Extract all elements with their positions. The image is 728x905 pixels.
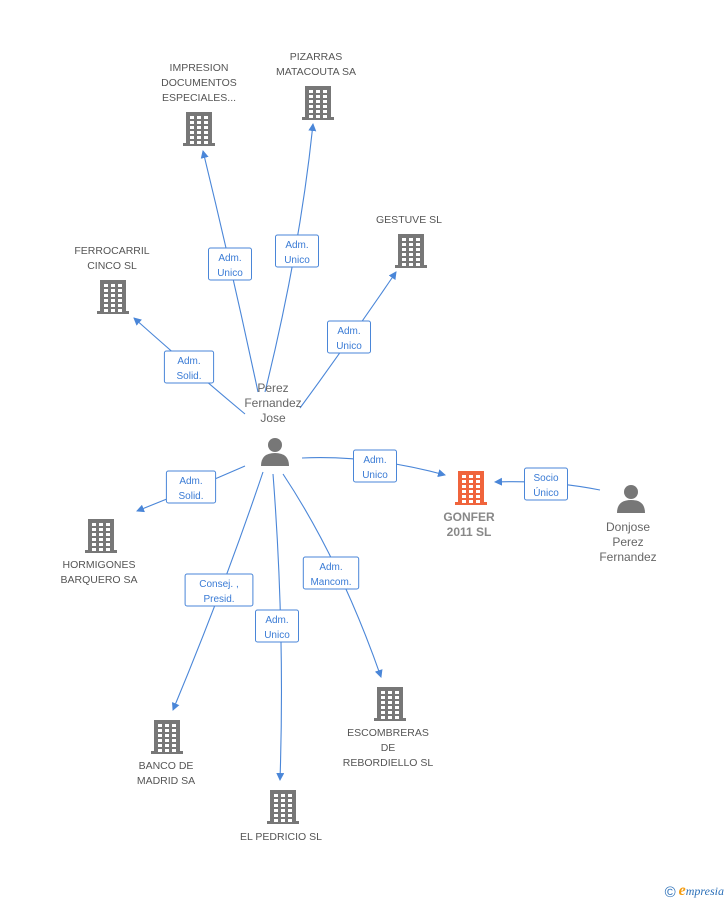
relation-label-line: Adm. xyxy=(265,615,288,626)
relation-label-line: Unico xyxy=(336,341,362,352)
node-label-line: MATACOUTA SA xyxy=(276,66,356,78)
node-label-line: Fernandez xyxy=(244,396,301,410)
relation-badge[interactable]: Adm. Unico xyxy=(353,449,397,483)
relation-label-line: Presid. xyxy=(203,594,234,605)
copyright-symbol: © xyxy=(664,884,676,901)
company-building-icon xyxy=(183,112,215,146)
node-label-line: ESCOMBRERAS xyxy=(347,727,429,739)
person-icon xyxy=(261,438,289,466)
relation-label-line: Adm. xyxy=(319,562,342,573)
node-label-line: PIZARRAS xyxy=(290,51,343,63)
node-banco[interactable]: BANCO DE MADRID SA xyxy=(137,720,195,787)
relation-badge[interactable]: Adm. Unico xyxy=(255,609,299,643)
company-building-icon xyxy=(267,790,299,824)
relation-label-line: Solid. xyxy=(176,371,201,382)
relation-badge[interactable]: Adm. Mancom. xyxy=(302,556,360,590)
company-building-icon xyxy=(395,234,427,268)
relation-badge[interactable]: Adm. Unico xyxy=(327,320,371,354)
relation-label-line: Adm. xyxy=(179,476,202,487)
relation-label-line: Adm. xyxy=(177,356,200,367)
node-label-line: GESTUVE SL xyxy=(376,214,442,226)
node-label-line: CINCO SL xyxy=(87,260,137,272)
relation-label-line: Adm. xyxy=(363,455,386,466)
company-building-icon xyxy=(302,86,334,120)
node-label-line: GONFER xyxy=(443,510,495,524)
relation-badge[interactable]: Adm. Unico xyxy=(275,234,319,268)
node-pedricio[interactable]: EL PEDRICIO SL xyxy=(240,790,322,843)
node-impresion[interactable]: IMPRESION DOCUMENTOS ESPECIALES... xyxy=(161,62,237,146)
node-label-line: 2011 SL xyxy=(447,525,492,539)
brand-logo-e: e xyxy=(678,882,686,900)
relation-label-line: Socio xyxy=(533,473,558,484)
relation-badge[interactable]: Consej. , Presid. xyxy=(184,573,254,607)
node-label-line: DE xyxy=(381,742,396,754)
node-pizarras[interactable]: PIZARRAS MATACOUTA SA xyxy=(276,51,356,120)
relation-label-line: Unico xyxy=(362,470,388,481)
node-label-line: ESPECIALES... xyxy=(162,92,236,104)
company-building-icon xyxy=(374,687,406,721)
relation-label-line: Adm. xyxy=(337,326,360,337)
relation-badge[interactable]: Adm. Solid. xyxy=(163,350,215,384)
company-building-icon xyxy=(85,519,117,553)
relation-labels-layer: Adm.UnicoAdm.UnicoAdm.UnicoAdm.Solid.Adm… xyxy=(163,234,568,643)
node-label-line: HORMIGONES xyxy=(63,559,136,571)
brand-logo-text: mpresia xyxy=(685,884,724,899)
node-label-line: Donjose xyxy=(606,520,650,534)
node-ferrocarril[interactable]: FERROCARRIL CINCO SL xyxy=(74,245,150,314)
node-label-line: BANCO DE xyxy=(139,760,194,772)
relation-label-line: Mancom. xyxy=(310,577,351,588)
relation-label-line: Único xyxy=(533,486,559,499)
node-label-line: MADRID SA xyxy=(137,775,195,787)
company-building-icon xyxy=(97,280,129,314)
relation-label-line: Consej. , xyxy=(199,579,238,590)
company-building-icon xyxy=(151,720,183,754)
footer-brand[interactable]: © empresia xyxy=(665,882,724,901)
node-label-line: Perez xyxy=(257,381,288,395)
person-icon xyxy=(617,485,645,513)
node-label-line: FERROCARRIL xyxy=(74,245,149,257)
focus-company-icon xyxy=(455,471,487,505)
nodes-layer: IMPRESION DOCUMENTOS ESPECIALES... PIZARRAS… xyxy=(60,51,656,843)
node-label-line: REBORDIELLO SL xyxy=(343,757,434,769)
node-label-line: Perez xyxy=(612,535,643,549)
node-gestuve[interactable]: GESTUVE SL xyxy=(376,214,442,268)
relation-label-line: Adm. xyxy=(218,253,241,264)
node-label-line: BARQUERO SA xyxy=(60,574,137,586)
relation-label-line: Adm. xyxy=(285,240,308,251)
node-hormigones[interactable]: HORMIGONES BARQUERO SA xyxy=(60,519,138,586)
relation-label-line: Unico xyxy=(284,255,310,266)
node-label-line: Jose xyxy=(260,411,286,425)
node-label-line: Fernandez xyxy=(599,550,656,564)
node-escombreras[interactable]: ESCOMBRERAS DE REBORDIELLO SL xyxy=(343,687,434,769)
relation-badge[interactable]: Adm. Unico xyxy=(208,247,252,281)
relation-label-line: Solid. xyxy=(178,491,203,502)
relation-badge[interactable]: Adm. Solid. xyxy=(165,470,217,504)
relation-label-line: Unico xyxy=(217,268,243,279)
node-label-line: IMPRESION xyxy=(170,62,229,74)
relation-label-line: Unico xyxy=(264,630,290,641)
node-label-line: EL PEDRICIO SL xyxy=(240,831,322,843)
node-label-line: DOCUMENTOS xyxy=(161,77,237,89)
